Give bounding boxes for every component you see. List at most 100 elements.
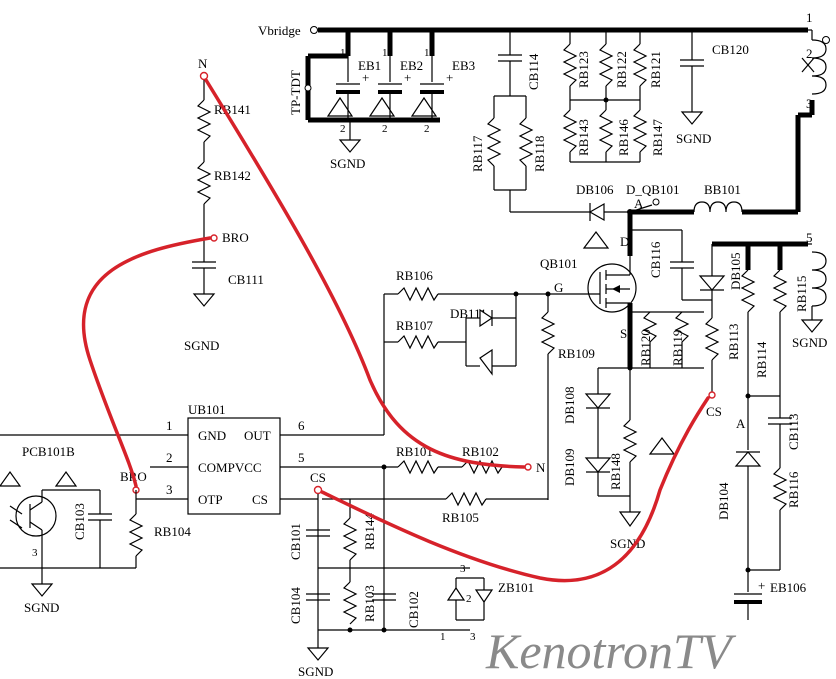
cb104-label: CB104	[288, 587, 303, 624]
db105-label: DB105	[728, 252, 743, 290]
ground-symbol	[30, 583, 54, 597]
gate-drive: RB106 RB107 DB111 RB109	[383, 268, 595, 500]
cb102-label: CB102	[406, 591, 421, 628]
gate-label: G	[554, 280, 563, 295]
pin-3-label: 3	[806, 96, 813, 111]
sense-resistors: RB120 RB119 RB113 CS RB114 CB113 RB116 A…	[630, 300, 807, 620]
rb121-label: RB121	[648, 51, 663, 88]
rb116-label: RB116	[786, 471, 801, 508]
rb123-label: RB123	[576, 51, 591, 88]
db111-label: DB111	[450, 306, 487, 321]
vbridge-label: Vbridge	[258, 23, 301, 38]
qb101-mosfet: D QB101 G S	[540, 212, 637, 368]
db104-label: DB104	[716, 482, 731, 520]
bb101-label: BB101	[704, 182, 741, 197]
otp-network: PCB101B 3 CB103 BRO RB104 SGND	[0, 444, 191, 615]
db104-diode	[734, 451, 762, 467]
bro-divider: N RB141 RB142 BRO CB111 SGND	[184, 56, 264, 353]
eb1-plus: +	[362, 70, 369, 85]
eb2-pin2: 2	[382, 123, 388, 135]
pin-gnd: GND	[198, 428, 226, 443]
rb102-label: RB102	[462, 444, 499, 459]
cb120-cap: CB120 SGND	[676, 27, 749, 146]
ub101-label: UB101	[188, 402, 226, 417]
rb114-label: RB114	[754, 341, 769, 378]
watermark: KenotronTV	[485, 623, 737, 679]
bulk-capacitors: TP-TDT EB1 EB2 EB3 + + + 1 1 1 2 2 2 SGN…	[288, 30, 475, 171]
ub101-ic: UB101 GND OUT COMPVCC OTP CS 1 2 3 6 5	[0, 402, 398, 515]
zb101-label: ZB101	[498, 580, 534, 595]
annotation-bro-link	[81, 236, 212, 488]
eb1-label: EB1	[358, 58, 381, 73]
tp-tdt-terminal	[304, 84, 312, 92]
rb115-label: RB115	[794, 276, 809, 312]
rb117-label: RB117	[470, 135, 485, 172]
d-qb101-label: D_QB101	[626, 182, 679, 197]
db106-label: DB106	[576, 182, 614, 197]
ic-pin2-num: 2	[166, 450, 173, 465]
db108-label: DB108	[562, 386, 577, 424]
ic-pin3-num: 3	[166, 482, 173, 497]
bro-net-label: BRO	[222, 230, 249, 245]
cs-network: CS CB101 CB104 RB144 RB103 CB102 3 2 1 3…	[288, 470, 534, 679]
rb106-label: RB106	[396, 268, 433, 283]
pin-cs: CS	[252, 492, 268, 507]
zb101-pin1: 1	[440, 631, 446, 643]
eb3-pin1: 1	[424, 47, 430, 59]
cs-net-label: CS	[706, 404, 722, 419]
sgnd-label: SGND	[676, 131, 711, 146]
db108-diode	[584, 393, 612, 409]
rb143-label: RB143	[576, 119, 591, 156]
cb114-label: CB114	[526, 53, 541, 90]
zb101-pin2: 2	[466, 593, 472, 605]
sgnd-label: SGND	[330, 156, 365, 171]
node-a-label: A	[634, 196, 644, 211]
ground-symbol	[306, 647, 330, 661]
rb144-label: RB144	[362, 513, 377, 550]
pin-compvcc: COMPVCC	[198, 460, 262, 475]
sgnd-label: SGND	[184, 338, 219, 353]
zb101-pin3b: 3	[470, 631, 476, 643]
eb1-pin1: 1	[340, 47, 346, 59]
annotation-n-link	[204, 78, 526, 469]
red-annotations	[81, 78, 710, 583]
pcb101b-label: PCB101B	[22, 444, 75, 459]
rb148-label: RB148	[608, 453, 623, 490]
rb147-label: RB147	[650, 119, 665, 156]
rb104-label: RB104	[154, 524, 191, 539]
transformer-primary: 1 2 3	[742, 10, 830, 215]
cb103-label: CB103	[72, 503, 87, 540]
annotation-cs-link	[320, 396, 710, 583]
ic-pin5-num: 5	[298, 450, 305, 465]
rb107-label: RB107	[396, 318, 433, 333]
rb109-label: RB109	[558, 346, 595, 361]
cb116-label: CB116	[648, 241, 663, 278]
vbridge-rail: Vbridge	[258, 23, 812, 38]
pin-5-label: 5	[806, 230, 813, 245]
ground-symbol	[192, 293, 216, 307]
pin-2-label: 2	[806, 46, 813, 61]
rb146-label: RB146	[616, 119, 631, 156]
rb101-label: RB101	[396, 444, 433, 459]
aux-winding: CB116 DB105 RB115 5 SGND	[630, 229, 827, 350]
ground-symbol	[680, 111, 704, 125]
eb106-label: EB106	[770, 580, 807, 595]
pcb101b-pin3: 3	[32, 547, 38, 559]
eb3-pin2: 2	[424, 123, 430, 135]
db105-diode	[698, 275, 726, 291]
cb101-label: CB101	[288, 523, 303, 560]
cs-net-label-ic: CS	[310, 470, 326, 485]
qb101-label: QB101	[540, 256, 578, 271]
rb120-label: RB120	[638, 329, 653, 366]
cb111-label: CB111	[228, 272, 264, 287]
rb118-label: RB118	[532, 136, 547, 172]
eb3-plus: +	[446, 70, 453, 85]
db106-diode	[588, 202, 605, 222]
pin-out: OUT	[244, 428, 271, 443]
rb122-label: RB122	[614, 51, 629, 88]
ic-pin1-num: 1	[166, 418, 173, 433]
zb101-pin3: 3	[460, 563, 466, 575]
db109-label: DB109	[562, 448, 577, 486]
db109-diode	[584, 457, 612, 473]
